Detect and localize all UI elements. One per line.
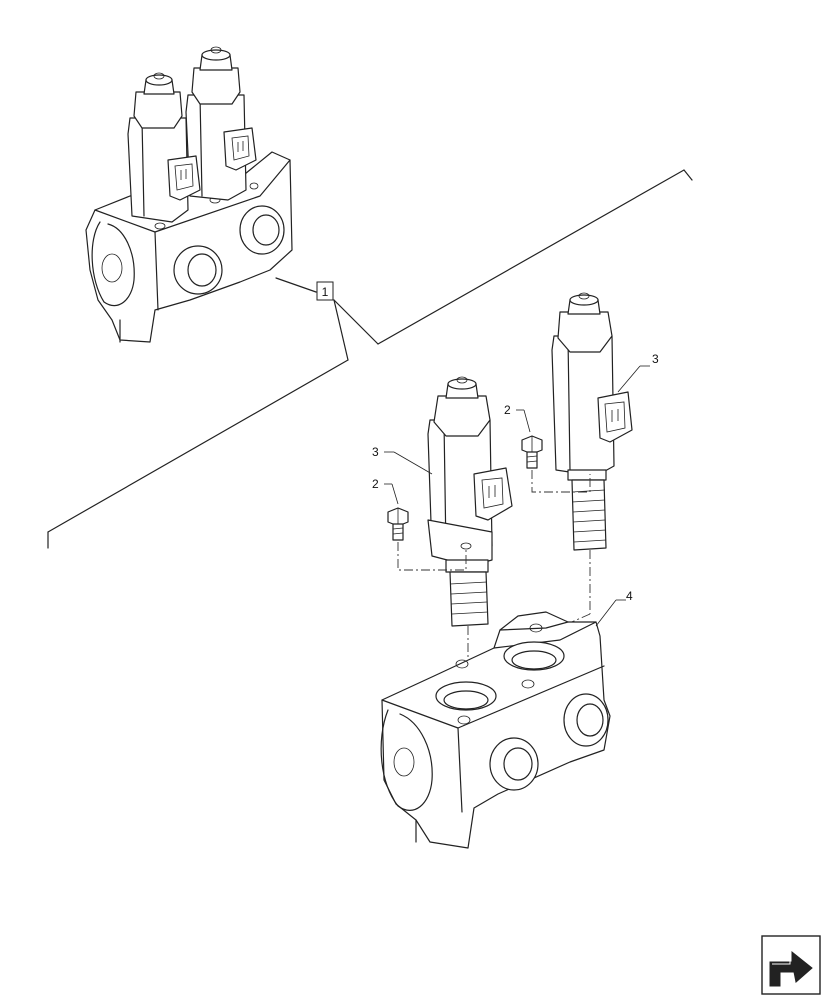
callout-4-label: 4 bbox=[626, 589, 633, 603]
assembly-bracket-lines bbox=[47, 169, 693, 549]
callout-2-left: 2 bbox=[372, 477, 399, 505]
valve-body bbox=[380, 611, 611, 849]
callout-2-right-label: 2 bbox=[504, 403, 511, 417]
next-page-arrow-icon[interactable] bbox=[761, 935, 821, 995]
screw-left bbox=[387, 507, 409, 541]
callout-1-box: 1 bbox=[316, 281, 334, 301]
solenoid-valve-right bbox=[551, 292, 633, 551]
callout-3-right: 3 bbox=[617, 352, 659, 393]
callout-3-left-label: 3 bbox=[372, 445, 379, 459]
callout-4: 4 bbox=[595, 589, 633, 627]
callout-2-right: 2 bbox=[504, 403, 531, 433]
assembled-valve-block bbox=[85, 46, 293, 343]
solenoid-valve-left bbox=[427, 376, 513, 627]
screw-right bbox=[521, 435, 543, 469]
callout-3-right-label: 3 bbox=[652, 352, 659, 366]
callout-1-label: 1 bbox=[322, 285, 329, 299]
callout-3-left: 3 bbox=[372, 445, 433, 475]
callout-2-left-label: 2 bbox=[372, 477, 379, 491]
